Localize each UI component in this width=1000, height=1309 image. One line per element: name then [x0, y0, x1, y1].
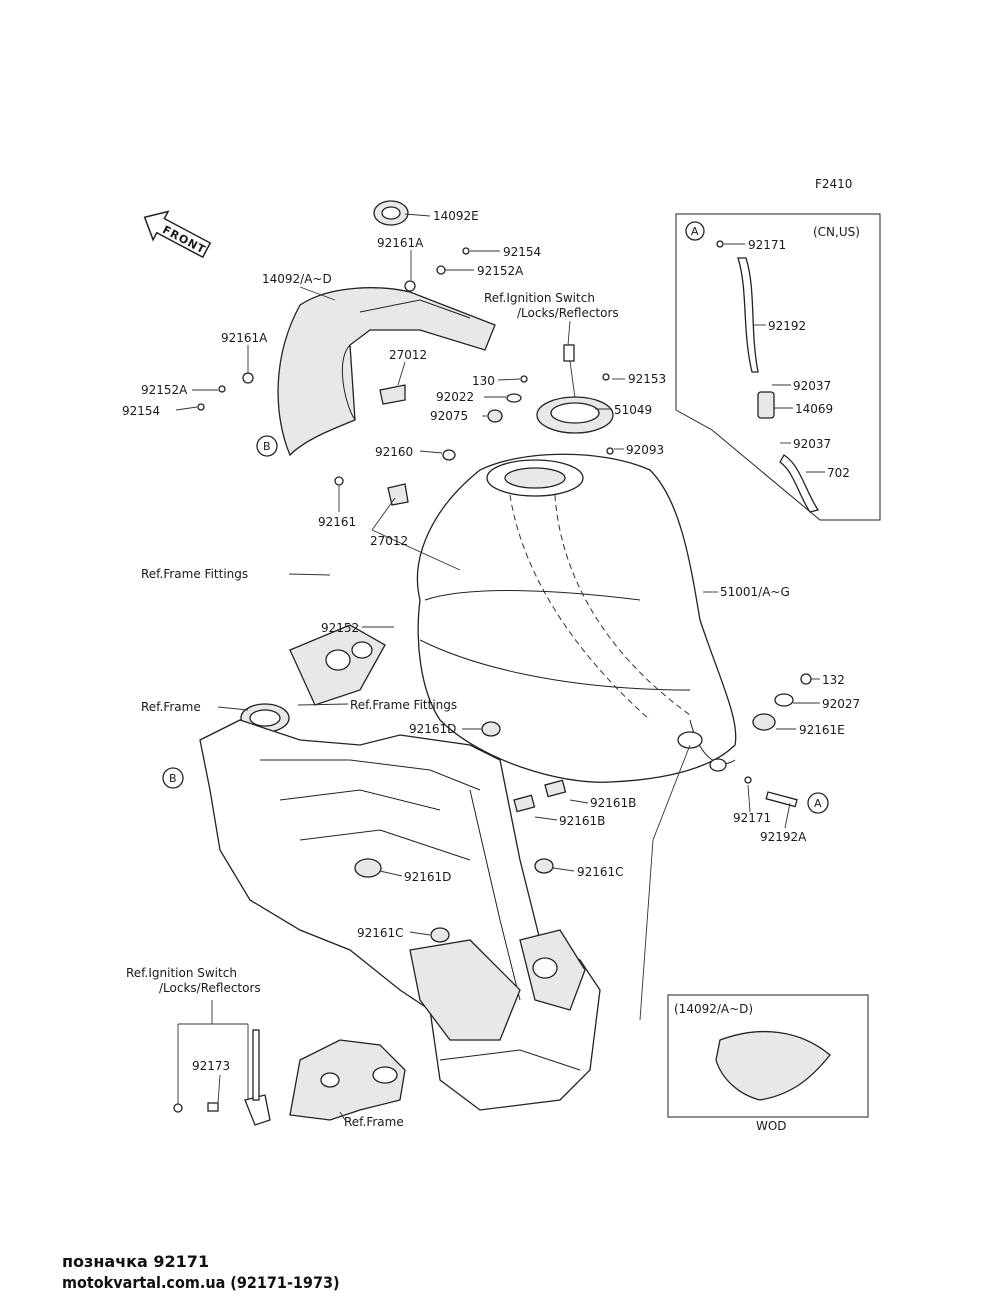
label-ref-frame-fittings-top: Ref.Frame Fittings: [141, 567, 248, 581]
label-92153: 92153: [628, 372, 666, 386]
label-92152a-top: 92152A: [477, 264, 524, 278]
circle-a-bottom: A: [807, 792, 829, 814]
grommet-14092e: [373, 200, 409, 226]
svg-text:A: A: [814, 797, 822, 810]
label-92161: 92161: [318, 515, 356, 529]
label-92154-left: 92154: [122, 404, 160, 418]
circle-b-bottom: B: [162, 767, 184, 789]
label-92161c-right: 92161C: [577, 865, 624, 879]
label-92037-1: 92037: [793, 379, 831, 393]
frame: [199, 624, 601, 1111]
label-92161e: 92161E: [799, 723, 845, 737]
label-92192: 92192: [768, 319, 806, 333]
label-92161d-top: 92161D: [409, 722, 456, 736]
label-92161b-2: 92161B: [559, 814, 605, 828]
label-cn-us: (CN,US): [813, 225, 860, 239]
label-92160: 92160: [375, 445, 413, 459]
label-92161a-left: 92161A: [221, 331, 268, 345]
label-51049: 51049: [614, 403, 652, 417]
label-92022: 92022: [436, 390, 474, 404]
label-92171-low: 92171: [733, 811, 771, 825]
label-702: 702: [827, 466, 850, 480]
label-14092-a-d: 14092/A~D: [262, 272, 332, 286]
lock-assembly-bottom: [173, 1029, 406, 1126]
circle-b-top: B: [256, 435, 278, 457]
circle-a-inset: A: [691, 225, 699, 238]
label-132: 132: [822, 673, 845, 687]
label-27012-mid: 27012: [370, 534, 408, 548]
label-wod: WOD: [756, 1119, 787, 1133]
leader-lines: [175, 213, 825, 1121]
label-92161c-left: 92161C: [357, 926, 404, 940]
fuel-tank-51001: [416, 453, 737, 783]
label-92161a-top: 92161A: [377, 236, 424, 250]
label-130: 130: [472, 374, 495, 388]
label-ref-ignition-bottom-2: /Locks/Reflectors: [159, 981, 261, 995]
wod-inset: [667, 994, 869, 1118]
label-ref-ignition-top-1: Ref.Ignition Switch: [484, 291, 595, 305]
label-92171-top: 92171: [748, 238, 786, 252]
label-92027: 92027: [822, 697, 860, 711]
label-92075: 92075: [430, 409, 468, 423]
label-ref-ignition-top-2: /Locks/Reflectors: [517, 306, 619, 320]
label-14069: 14069: [795, 402, 833, 416]
label-92152: 92152: [321, 621, 359, 635]
label-ref-frame-bottom: Ref.Frame: [344, 1115, 404, 1129]
label-ref-ignition-bottom-1: Ref.Ignition Switch: [126, 966, 237, 980]
footer-site-link[interactable]: motokvartal.com.ua (92171-1973): [62, 1273, 340, 1292]
label-inset-title: (14092/A~D): [674, 1002, 753, 1016]
label-ref-frame-fittings-mid: Ref.Frame Fittings: [350, 698, 457, 712]
svg-text:B: B: [169, 772, 177, 785]
side-parts: [744, 673, 812, 808]
label-ref-frame-left: Ref.Frame: [141, 700, 201, 714]
fuel-cap-assembly: [442, 344, 614, 461]
label-92173: 92173: [192, 1059, 230, 1073]
label-92192a: 92192A: [760, 830, 807, 844]
svg-text:B: B: [263, 440, 271, 453]
footer-part-note: позначка 92171: [62, 1252, 210, 1271]
label-27012-top: 27012: [389, 348, 427, 362]
label-92161d-mid: 92161D: [404, 870, 451, 884]
label-92037-2: 92037: [793, 437, 831, 451]
label-92161b-1: 92161B: [590, 796, 636, 810]
cn-us-inset: A: [675, 213, 881, 521]
part-labels: 14092E 92161A 92154 92152A 14092/A~D 921…: [122, 209, 860, 1133]
label-51001-a-g: 51001/A~G: [720, 585, 790, 599]
label-92152a-left: 92152A: [141, 383, 188, 397]
label-14092e: 14092E: [433, 209, 479, 223]
label-92154-top: 92154: [503, 245, 541, 259]
front-arrow-icon: FRONT: [143, 210, 212, 259]
knee-cover-14092: [277, 287, 496, 457]
figure-code: F2410: [815, 177, 852, 191]
label-92093: 92093: [626, 443, 664, 457]
